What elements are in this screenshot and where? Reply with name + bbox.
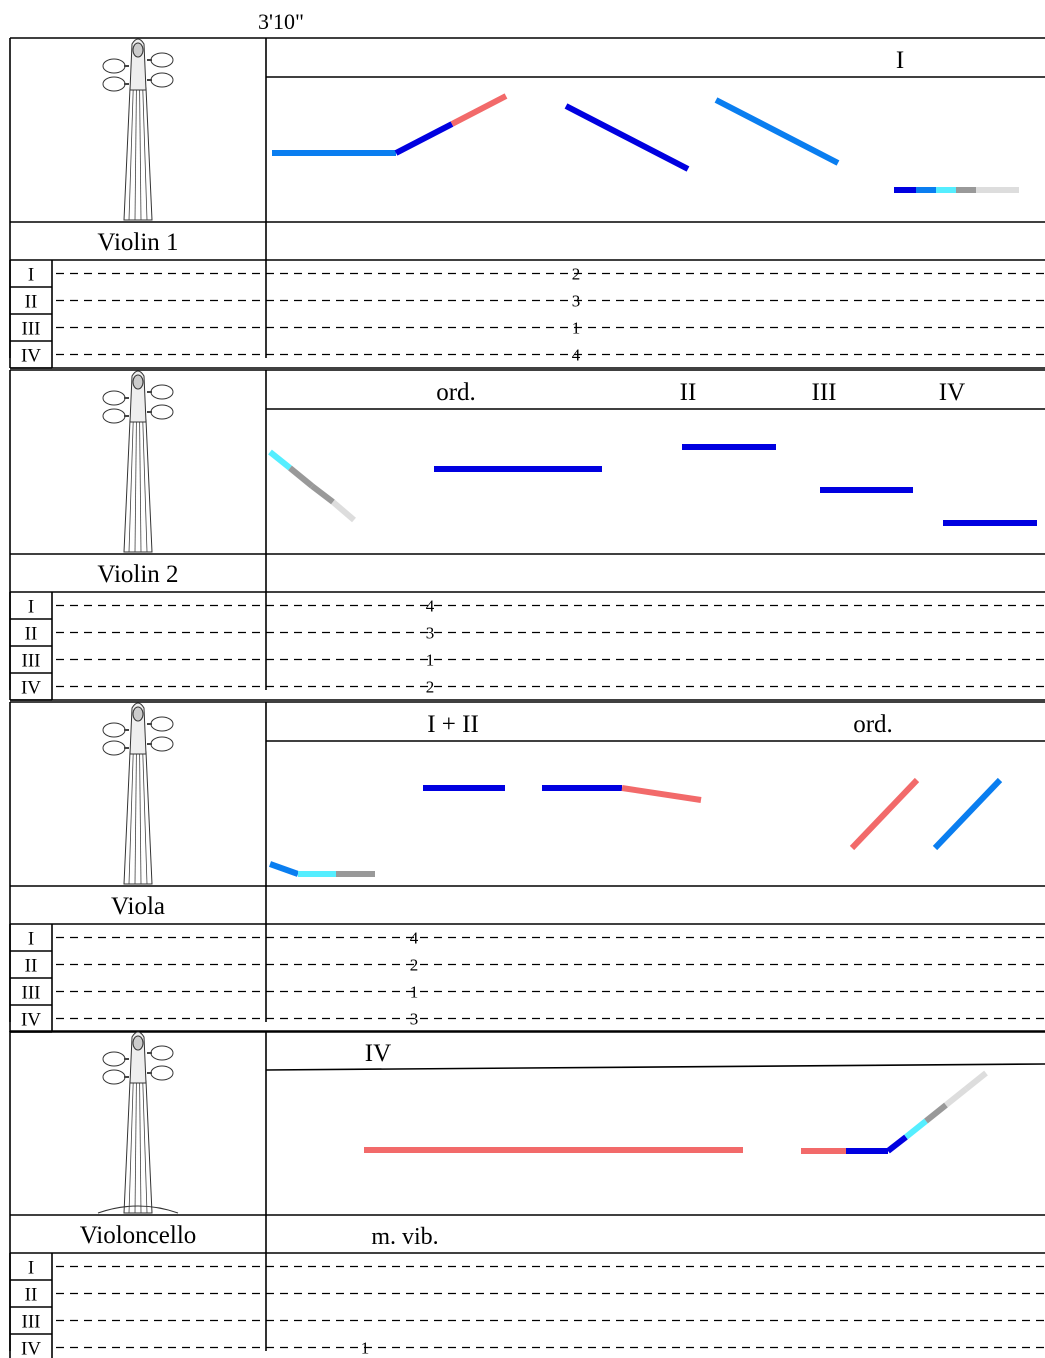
playing-marking: IV [939,379,965,406]
instrument-name: Viola [111,893,165,920]
string-label: III [22,1312,41,1333]
string-label: II [25,1285,38,1306]
finger-number: 1 [426,651,435,670]
finger-number: 3 [426,624,435,643]
string-label: IV [21,346,41,367]
gesture-segment [288,465,314,489]
gesture-segment [564,103,690,172]
playing-marking: ord. [436,379,476,406]
gesture-segment [310,483,335,505]
finger-number: 2 [572,265,581,284]
finger-number: 3 [410,1010,419,1029]
gesture-segment [924,1102,948,1124]
string-label: II [25,292,38,313]
instrument-name: Violin 2 [97,561,178,588]
string-label: II [25,624,38,645]
gesture-segment [904,1118,928,1140]
finger-number: 1 [572,319,581,338]
gesture-segment [268,861,300,877]
instrument-name: Violoncello [80,1222,197,1249]
gesture-segment [849,777,920,851]
gesture-segment [714,97,840,166]
finger-number: 4 [410,929,419,948]
gesture-segment [394,121,454,156]
playing-marking: IV [365,1040,391,1067]
playing-marking: ord. [853,711,893,738]
finger-number: 2 [426,678,435,697]
string-label: IV [21,678,41,699]
gesture-lines [272,93,1019,193]
instrument-neck-icon [102,370,174,553]
playing-marking: II [680,379,697,406]
string-label: I [28,597,34,618]
gesture-segment [886,1134,908,1154]
string-label: II [25,956,38,977]
instrument-neck-icon [102,38,174,221]
finger-number: 4 [572,346,581,365]
string-label: IV [21,1010,41,1031]
gesture-segment [964,1070,988,1092]
gesture-segment [944,1086,968,1108]
instrument-neck-icon [102,702,174,885]
gesture-segment [932,777,1003,851]
finger-number: 2 [410,956,419,975]
gesture-lines [364,1070,988,1154]
playing-marking: I [896,47,904,74]
string-label: III [22,983,41,1004]
string-label: I [28,265,34,286]
playing-marking: III [812,379,837,406]
gesture-segment [331,499,356,523]
string-label: III [22,319,41,340]
finger-number: 1 [361,1339,370,1358]
gesture-segment [268,449,292,471]
gesture-segment [621,785,702,803]
technique-marking: m. vib. [371,1224,438,1250]
string-label: III [22,651,41,672]
gesture-segment [450,93,508,127]
gesture-lines [268,777,1003,877]
string-label: I [28,1258,34,1279]
finger-number: 4 [426,597,435,616]
string-label: IV [21,1339,41,1358]
playing-marking: I + II [427,711,479,738]
gesture-lines [268,444,1037,526]
instrument-neck-icon [97,1031,179,1214]
string-label: I [28,929,34,950]
time-marker: 3'10" [258,9,304,34]
instrument-name: Violin 1 [97,229,178,256]
finger-number: 3 [572,292,581,311]
finger-number: 1 [410,983,419,1002]
